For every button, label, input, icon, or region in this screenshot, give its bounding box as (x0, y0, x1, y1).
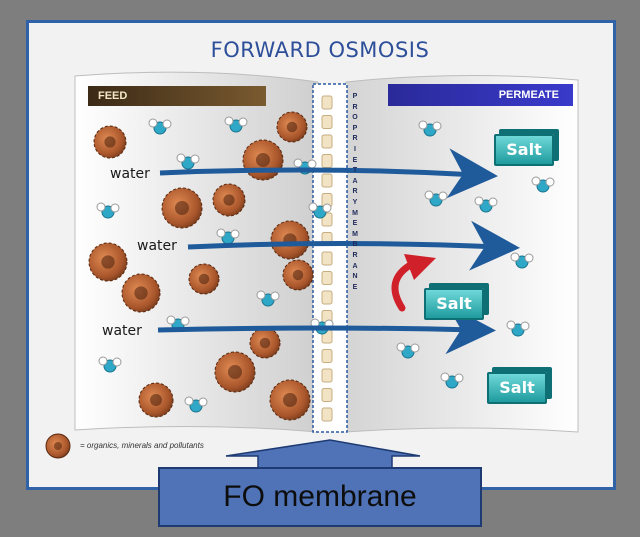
organic-particle-core (292, 269, 304, 281)
water-label-middle: water (137, 238, 177, 254)
fo-membrane-callout: FO membrane (158, 467, 482, 527)
organic-particle-core (228, 365, 242, 379)
water-molecule (474, 196, 498, 213)
organic-particle-core (104, 136, 116, 148)
membrane-pore (321, 290, 333, 305)
permeate-banner: PERMEATE (388, 84, 573, 106)
water-molecule (184, 396, 208, 413)
membrane-pore (321, 251, 333, 266)
salt-block-bottom: Salt (487, 372, 547, 404)
organic-particle-core (283, 393, 297, 407)
organic-particle-core (101, 255, 115, 269)
flow-arrow-bottom (157, 304, 496, 355)
organic-particle-core (134, 286, 148, 300)
water-molecule (440, 372, 464, 389)
water-molecule (96, 202, 120, 219)
organic-particle-core (175, 201, 189, 215)
membrane-pore (321, 134, 333, 149)
organic-particle-core (259, 337, 271, 349)
flow-arrows (157, 148, 520, 355)
legend-text: = organics, minerals and pollutants (80, 441, 204, 450)
salt-rejection-arrow-head (404, 254, 436, 280)
water-molecule (418, 120, 442, 137)
water-molecule (396, 342, 420, 359)
organic-particle-core (150, 394, 162, 406)
water-molecule (166, 315, 190, 332)
water-molecule (148, 118, 172, 135)
membrane-pore (321, 95, 333, 110)
organic-particle-core (256, 153, 270, 167)
salt-block-middle: Salt (424, 288, 484, 320)
membrane-pore (321, 388, 333, 402)
membrane-pore (321, 368, 333, 383)
organic-particle-core (286, 121, 298, 133)
membrane-pore (321, 349, 333, 363)
water-molecule (224, 116, 248, 133)
flow-arrow-middle (187, 220, 520, 271)
organic-particle-core (223, 194, 235, 206)
water-label-bottom: water (102, 323, 142, 339)
salt-rejection-arrow (391, 260, 416, 312)
water-molecule (308, 202, 332, 219)
water-molecule (176, 153, 200, 170)
water-molecules (96, 116, 555, 413)
membrane-pore (321, 115, 333, 129)
water-molecule (506, 320, 530, 337)
flow-arrow-top (159, 148, 498, 199)
feed-banner: FEED (88, 86, 266, 106)
legend-particle-icon (45, 433, 71, 459)
water-molecule (531, 176, 555, 193)
water-molecule (98, 356, 122, 373)
water-molecule (424, 190, 448, 207)
membrane-pore (321, 407, 333, 422)
diagram-title: FORWARD OSMOSIS (210, 38, 430, 62)
membrane-pore (321, 271, 333, 285)
membrane-pore (321, 154, 333, 168)
water-molecule (216, 228, 240, 245)
water-label-top: water (110, 166, 150, 182)
organic-particle-core (198, 273, 210, 285)
salt-block-top: Salt (494, 134, 554, 166)
water-molecule (256, 290, 280, 307)
membrane (312, 83, 348, 433)
callout-arrow (225, 439, 421, 471)
membrane-pore (321, 173, 333, 188)
